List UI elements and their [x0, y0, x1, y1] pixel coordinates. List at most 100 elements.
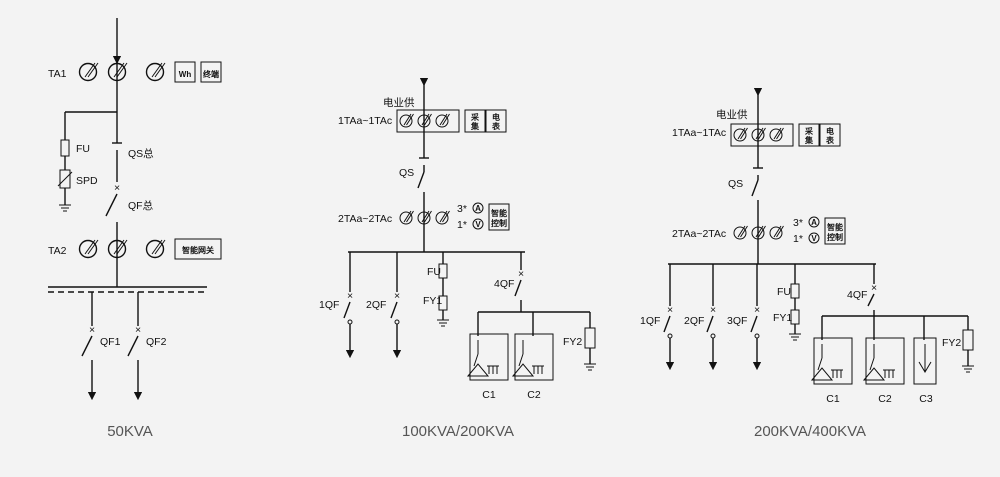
qf-total-label: QF总 [128, 199, 154, 212]
svg-text:×: × [114, 182, 120, 194]
ammeter-symbol-3: A [811, 218, 817, 227]
diagram-100-200kva: 电业供 1TAa~1TAc 采 集 电 表 QS 2TAa~2TAc 3* A … [319, 77, 597, 440]
ammeter-icon-3 [808, 216, 820, 228]
terminal-box [200, 61, 222, 83]
terminal-label: 终端 [202, 69, 219, 79]
gateway-label: 智能网关 [182, 245, 214, 255]
capacitor-bank-c3-3 [913, 337, 937, 385]
meter-box-3 [819, 123, 841, 147]
spd-label: SPD [76, 175, 98, 187]
capacitor-bank-c2-3 [863, 337, 905, 385]
meter-label-1: 电 [492, 112, 500, 122]
meter-label-3b: 表 [825, 135, 835, 145]
qf4-switch-3 [867, 293, 875, 307]
diagram-200-400kva: 电业供 1TAa~1TAc 采 集 电 表 QS 2TAa~2TAc 3* A … [640, 87, 975, 440]
collector-box-3 [798, 123, 820, 147]
supply-label: 电业供 [383, 96, 415, 109]
svg-text:×: × [89, 324, 95, 336]
qf1-label-3: 1QF [640, 315, 660, 327]
caption-100-200kva: 100KVA/200KVA [402, 423, 514, 440]
ct-group-top-box-3 [730, 123, 794, 147]
voltmeter-count: 1* [457, 219, 467, 231]
qf1-label: QF1 [100, 336, 121, 348]
svg-text:×: × [135, 324, 141, 336]
qs-total-label: QS总 [128, 147, 154, 160]
wh-meter-box [174, 61, 196, 83]
ammeter-symbol: A [475, 204, 481, 213]
meter-box [485, 109, 507, 133]
qf4-label-2: 4QF [494, 278, 514, 290]
fu-fuse-symbol [60, 139, 70, 157]
controller-label-1: 智能 [491, 208, 507, 218]
ground-icon-fy1-3 [788, 333, 802, 341]
svg-text:×: × [871, 282, 877, 294]
ct-gateway-symbol [145, 239, 166, 259]
svg-text:×: × [754, 304, 760, 316]
fy2-arrester-3 [962, 329, 974, 351]
qs-label-3: QS [728, 178, 743, 190]
qf2-label-2: 2QF [366, 299, 386, 311]
fu-label: FU [76, 143, 90, 155]
fy2-arrester [584, 327, 596, 349]
c2-label-2: C2 [527, 389, 541, 401]
controller-label-3a: 智能 [827, 222, 843, 232]
ta-top-label-3: 1TAa~1TAc [672, 127, 726, 139]
c1-label-3: C1 [826, 393, 840, 405]
svg-text:×: × [518, 268, 524, 280]
ground-icon-fy1 [436, 319, 450, 327]
ta-mid-label-3: 2TAa~2TAc [672, 228, 726, 240]
qs-switch [417, 171, 425, 189]
gateway-box [174, 238, 222, 260]
qf3-label-3: 3QF [727, 315, 747, 327]
ta1-ct-symbol [78, 62, 99, 82]
ct-group-top-box [396, 109, 460, 133]
ammeter-count-3: 3* [793, 217, 803, 229]
ta-mid-label: 2TAa~2TAc [338, 213, 392, 225]
ammeter-icon [472, 202, 484, 214]
qf2-switch-3 [706, 315, 714, 333]
collector-label-2: 集 [470, 121, 480, 131]
ct-main-symbol [107, 62, 128, 82]
voltmeter-icon [472, 218, 484, 230]
fy2-label-2: FY2 [563, 336, 582, 348]
qf1-switch [81, 335, 93, 357]
fu-symbol-3 [790, 283, 800, 299]
qf2-label: QF2 [146, 336, 167, 348]
qf-total-switch [105, 193, 118, 217]
voltmeter-icon-3 [808, 232, 820, 244]
voltmeter-symbol: V [475, 220, 481, 229]
fu-label-2: FU [427, 266, 441, 278]
qf2-switch-2 [390, 301, 398, 319]
voltmeter-symbol-3: V [811, 234, 817, 243]
ct-sub-symbol [107, 239, 128, 259]
capacitor-bank-c1 [467, 333, 509, 381]
ta2-label: TA2 [48, 245, 67, 257]
caption-50kva: 50KVA [107, 423, 153, 440]
qf4-switch-2 [514, 279, 522, 297]
collector-box [464, 109, 486, 133]
qs-switch-3 [751, 179, 759, 197]
qf1-switch-2 [343, 301, 351, 319]
c2-label-3: C2 [878, 393, 892, 405]
fy1-label-3: FY1 [773, 312, 792, 324]
ta2-ct-symbol [78, 239, 99, 259]
svg-text:×: × [394, 290, 400, 302]
caption-200-400kva: 200KVA/400KVA [754, 423, 866, 440]
collector-label-3a: 采 [804, 126, 814, 136]
fu-label-3: FU [777, 286, 791, 298]
qs-label: QS [399, 167, 414, 179]
qf1-label-2: 1QF [319, 299, 339, 311]
controller-label-3b: 控制 [827, 232, 843, 242]
meter-label-3a: 电 [826, 126, 834, 136]
wh-meter-label: Wh [179, 70, 192, 79]
svg-text:×: × [347, 290, 353, 302]
ground-icon [58, 204, 72, 212]
collector-label-3b: 集 [804, 135, 814, 145]
voltmeter-count-3: 1* [793, 233, 803, 245]
svg-text:×: × [667, 304, 673, 316]
supply-label-3: 电业供 [716, 108, 748, 121]
ground-icon-fy2 [583, 363, 597, 371]
ta1-label: TA1 [48, 68, 67, 80]
qf3-switch-3 [750, 315, 758, 333]
